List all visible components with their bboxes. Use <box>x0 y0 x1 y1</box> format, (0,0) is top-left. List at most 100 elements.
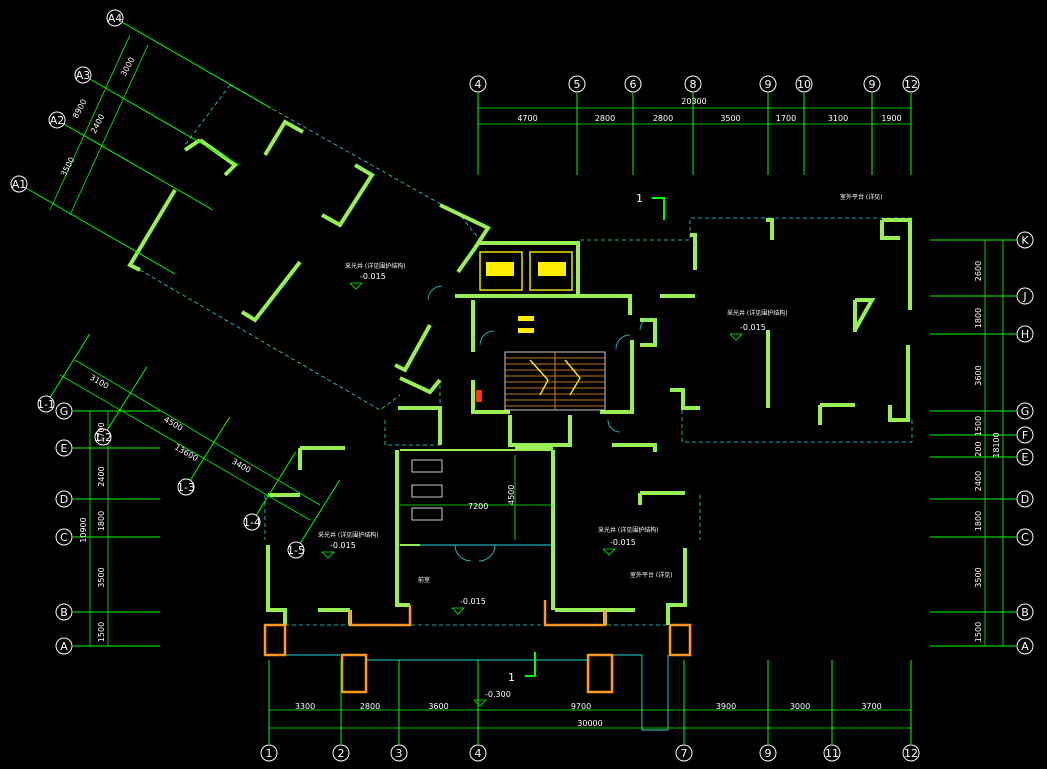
axis-label: 5 <box>574 78 581 91</box>
left-axis-bubble: G <box>55 402 73 420</box>
dimension-label: 3100 <box>828 114 848 123</box>
rotated-axis-bubble: A4 <box>106 9 124 27</box>
axis-label: 1-4 <box>243 516 261 529</box>
rotated-axis-bubble: A2 <box>48 111 66 129</box>
oblique-axis-bubble: 1-3 <box>177 478 195 496</box>
dimension-label: 3500 <box>59 156 77 178</box>
rotated-axis-bubble: A3 <box>74 66 92 84</box>
dimension-label: 1700 <box>776 114 796 123</box>
dimension-label: 3500 <box>974 567 983 587</box>
room-label: 采光井 (详见围护结构) <box>318 531 379 539</box>
axis-label: 6 <box>630 78 637 91</box>
axis-label: D <box>60 493 68 506</box>
axis-label: 9 <box>765 78 772 91</box>
axis-label: C <box>60 531 68 544</box>
top-axis-bubble: 5 <box>568 75 586 93</box>
level-label: -0.015 <box>740 323 766 332</box>
axis-label: F <box>1022 429 1028 442</box>
dimension-label: 3000 <box>790 702 810 711</box>
cyan-boundary-lines <box>139 84 913 731</box>
axis-label: 1-5 <box>287 544 305 557</box>
axis-label: 9 <box>765 747 772 760</box>
rotated-axis-bubble: A1 <box>10 175 28 193</box>
dimension-label: 3600 <box>974 365 983 385</box>
axis-label: E <box>61 442 68 455</box>
left-axis-bubble: E <box>55 439 73 457</box>
bottom-axis-bubble: 11 <box>823 744 841 762</box>
right-axis-bubble: F <box>1016 426 1034 444</box>
right-axis-bubble: A <box>1016 637 1034 655</box>
axis-label: 2 <box>338 747 345 760</box>
dimension-label: 4500 <box>162 415 184 433</box>
room-label: 室外平台 (详见) <box>840 193 883 201</box>
dimension-label: 1800 <box>974 308 983 328</box>
top-axis-bubble: 9 <box>759 75 777 93</box>
dimension-label: 3900 <box>716 702 736 711</box>
axis-label: C <box>1021 531 1029 544</box>
axis-label: A3 <box>76 69 91 82</box>
dimension-label: 3600 <box>428 702 448 711</box>
dimension-label: 8900 <box>71 98 89 120</box>
shaft-boxes <box>400 455 553 540</box>
bottom-axis-bubble: 4 <box>469 744 487 762</box>
axis-label: A2 <box>50 114 65 127</box>
room-label: 采光井 (详见围护结构) <box>727 309 788 317</box>
dimension-label: 3400 <box>230 457 252 475</box>
oblique-axis-bubbles: 1-1 1-2 1-3 1-4 1-5 <box>37 333 341 559</box>
dimension-label: 3500 <box>720 114 740 123</box>
walls <box>127 119 912 625</box>
bottom-axis-bubble: 1 <box>260 744 278 762</box>
top-axis-bubble: 9 <box>863 75 881 93</box>
right-axis-bubble: K <box>1016 231 1034 249</box>
dimension-label: 18100 <box>992 432 1001 457</box>
dimension-label: 1500 <box>97 622 106 642</box>
axis-label: J <box>1022 290 1026 303</box>
dimension-label: 9700 <box>571 702 591 711</box>
axis-label: 3 <box>396 747 403 760</box>
dimension-label: 2400 <box>97 466 106 486</box>
axis-label: A1 <box>12 178 27 191</box>
room-label: 室外平台 (详见) <box>630 571 673 579</box>
axis-label: H <box>1021 328 1029 341</box>
bottom-axis-bubble: 7 <box>675 744 693 762</box>
bottom-axis-bubble: 12 <box>902 744 920 762</box>
oblique-axis-bubble: 1-2 <box>94 428 112 446</box>
axis-label: 4 <box>475 78 482 91</box>
oblique-axis-bubble: 1-5 <box>287 541 305 559</box>
axis-label: 12 <box>904 78 918 91</box>
dimension-label: 1800 <box>97 511 106 531</box>
level-label: -0.015 <box>610 538 636 547</box>
room-label: 采光井 (详见围护结构) <box>598 526 659 534</box>
axis-label: 11 <box>825 747 839 760</box>
dimension-label: 3100 <box>88 373 110 391</box>
axis-label: 9 <box>869 78 876 91</box>
dimension-label: 2400 <box>89 113 107 135</box>
inner-dim-width: 7200 <box>468 502 488 511</box>
axis-label: 1 <box>266 747 273 760</box>
axis-label: B <box>60 606 68 619</box>
axis-label: 7 <box>681 747 688 760</box>
level-marks: -0.015 -0.015 -0.015 -0.015 -0.015 -0.30… <box>321 272 766 707</box>
bottom-axis-bubble: 2 <box>332 744 350 762</box>
level-label: -0.015 <box>460 597 486 606</box>
dimension-label: 3500 <box>97 567 106 587</box>
right-axis-bubble: J <box>1016 287 1034 305</box>
dimension-label: 3300 <box>295 702 315 711</box>
dimension-label: 2800 <box>360 702 380 711</box>
oblique-axis-bubble: 1-1 <box>37 395 55 413</box>
axis-label: G <box>60 405 69 418</box>
dimension-label: 1800 <box>974 511 983 531</box>
dimension-label: 3000 <box>119 56 137 78</box>
right-axis-bubble: B <box>1016 603 1034 621</box>
axis-label: 8 <box>690 78 697 91</box>
axis-label: A4 <box>108 12 123 25</box>
dimension-label: 1900 <box>881 114 901 123</box>
axis-label: 1-1 <box>37 398 55 411</box>
right-axis-bubble: C <box>1016 528 1034 546</box>
